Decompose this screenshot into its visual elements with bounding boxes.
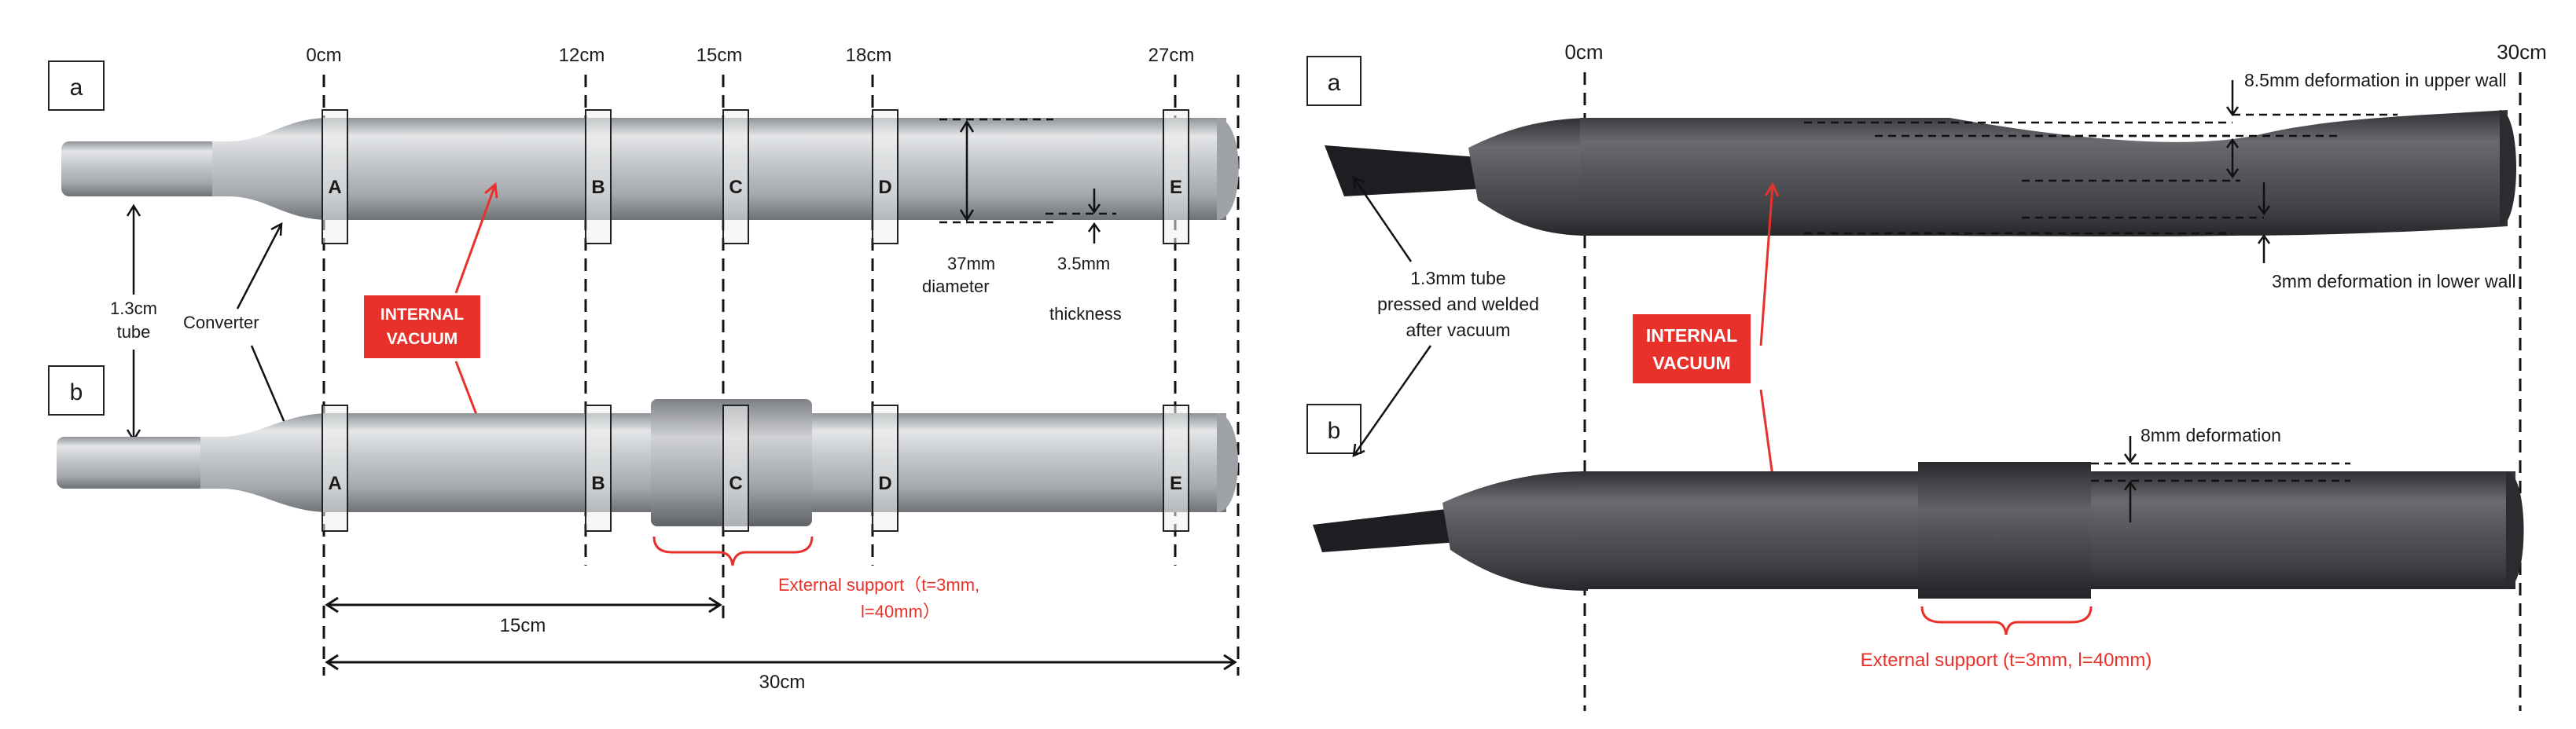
position-label-0cm: 0cm (306, 45, 341, 66)
diameter-label-2: diameter (922, 277, 990, 296)
left-figure-panel: a b 0cm 12cm 15cm 18cm 27cm A B C D E (48, 45, 1240, 693)
tube-size-label-2: tube (117, 322, 151, 342)
tube-b (1313, 462, 2524, 599)
position-label-12cm: 12cm (559, 45, 605, 66)
tube-a (1325, 110, 2516, 236)
internal-vacuum-badge: INTERNAL VACUUM (364, 295, 480, 358)
vacuum-label-line1: INTERNAL (1646, 325, 1737, 346)
converter-label: Converter (183, 313, 259, 332)
section-letter-a-B: B (591, 177, 604, 198)
panel-a-tag: a (48, 60, 105, 111)
dimension-30cm-label: 30cm (759, 672, 806, 693)
section-letter-a-E: E (1170, 177, 1182, 198)
dimension-15cm (325, 596, 722, 614)
section-letter-b-C: C (729, 473, 742, 494)
svg-text:b: b (1328, 418, 1341, 444)
vacuum-label-line2: VACUUM (1652, 353, 1730, 373)
vacuum-label-line2: VACUUM (387, 330, 458, 348)
panel-b-tag: b (48, 365, 105, 416)
upper-deformation-label: 8.5mm deformation in upper wall (2244, 70, 2507, 90)
vacuum-label-line1: INTERNAL (380, 306, 464, 324)
section-letter-a-C: C (729, 177, 742, 198)
section-letter-a-A: A (328, 177, 341, 198)
position-label-0cm: 0cm (1564, 40, 1603, 64)
tube-note-line3: after vacuum (1406, 320, 1511, 340)
position-label-27cm: 27cm (1148, 45, 1195, 66)
support-label: External support (t=3mm, l=40mm) (1861, 650, 2152, 671)
support-brace (1920, 606, 2093, 636)
tube-a (61, 118, 1239, 220)
position-label-15cm: 15cm (696, 45, 743, 66)
section-letter-b-E: E (1170, 473, 1182, 494)
left-figure-svg: a b 0cm 12cm 15cm 18cm 27cm A B C D E (48, 45, 1240, 693)
right-figure-svg: a b 0cm 30cm 8.5mm deformation in (1306, 40, 2547, 711)
section-letter-a-D: D (878, 177, 891, 198)
external-support-ring (1918, 462, 2091, 599)
section-letter-b-B: B (591, 473, 604, 494)
svg-text:a: a (1328, 70, 1341, 96)
thickness-label-2: thickness (1049, 304, 1122, 324)
panel-a-tag: a (1306, 56, 1361, 106)
dimension-15cm-label: 15cm (500, 615, 546, 636)
deformation-b-marks (2091, 436, 2350, 522)
support-label-line2: l=40mm） (861, 602, 940, 621)
internal-vacuum-badge: INTERNAL VACUUM (1633, 314, 1751, 383)
thickness-label: 3.5mm (1057, 254, 1110, 273)
diameter-label: 37mm (947, 254, 995, 273)
deformation-b-label: 8mm deformation (2141, 425, 2281, 445)
section-bands-b (322, 405, 1189, 532)
diameter-annotation (939, 118, 1116, 244)
tube-size-label: 1.3cm (110, 299, 157, 318)
svg-text:b: b (70, 379, 83, 405)
tube-note-line2: pressed and welded (1377, 294, 1539, 314)
dimension-30cm (325, 654, 1237, 671)
position-label-18cm: 18cm (846, 45, 892, 66)
right-figure-panel: a b 0cm 30cm 8.5mm deformation in (1289, 0, 2576, 729)
tube-b (57, 399, 1238, 526)
tube-note-arrows (1352, 175, 1432, 458)
support-label-line1: External support（t=3mm, (778, 575, 979, 595)
support-brace (652, 536, 814, 566)
section-letter-b-D: D (878, 473, 891, 494)
lower-deformation-label: 3mm deformation in lower wall (2272, 271, 2516, 291)
upper-deformation-marks (1804, 80, 2398, 263)
section-letter-b-A: A (328, 473, 341, 494)
tube-note-line1: 1.3mm tube (1410, 268, 1505, 288)
panel-b-tag: b (1306, 404, 1361, 454)
section-bands-a (322, 109, 1189, 244)
svg-text:a: a (70, 75, 83, 101)
position-label-30cm: 30cm (2497, 40, 2547, 64)
